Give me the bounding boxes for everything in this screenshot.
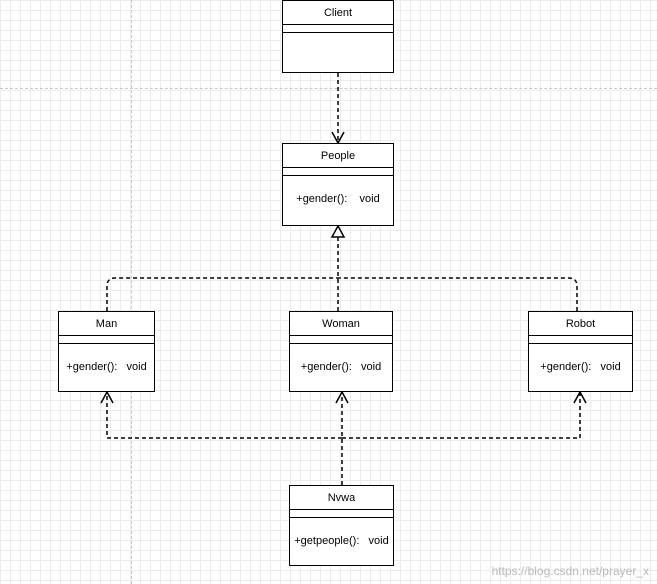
class-woman[interactable]: Woman +gender(): void bbox=[289, 311, 393, 392]
class-robot-attributes bbox=[529, 336, 632, 344]
class-woman-operations: +gender(): void bbox=[290, 344, 392, 373]
class-people-attributes bbox=[283, 168, 393, 176]
class-client-attributes bbox=[283, 25, 393, 33]
class-man-attributes bbox=[59, 336, 154, 344]
page-break-vertical bbox=[131, 0, 132, 584]
class-woman-operation: +gender(): void bbox=[300, 361, 382, 373]
class-robot[interactable]: Robot +gender(): void bbox=[528, 311, 633, 392]
edge-nvwa-robot bbox=[342, 393, 581, 439]
class-man-operation: +gender(): void bbox=[66, 361, 147, 373]
class-nvwa-operations: +getpeople(): void bbox=[290, 518, 393, 547]
class-robot-operations: +gender(): void bbox=[529, 344, 632, 373]
edge-nvwa-man bbox=[106, 393, 342, 439]
class-nvwa-attributes bbox=[290, 510, 393, 518]
class-client[interactable]: Client bbox=[282, 0, 394, 73]
class-nvwa-operation: +getpeople(): void bbox=[294, 535, 389, 547]
class-people[interactable]: People +gender(): void bbox=[282, 143, 394, 226]
class-man-name: Man bbox=[59, 312, 154, 336]
edge-realization-man bbox=[106, 277, 338, 311]
class-man[interactable]: Man +gender(): void bbox=[58, 311, 155, 392]
edge-realization-robot bbox=[338, 277, 578, 311]
arrowhead-man bbox=[100, 390, 114, 404]
class-nvwa-name: Nvwa bbox=[290, 486, 393, 510]
arrowhead-robot bbox=[573, 390, 587, 404]
arrowhead-woman bbox=[335, 390, 349, 404]
class-nvwa[interactable]: Nvwa +getpeople(): void bbox=[289, 485, 394, 566]
class-woman-attributes bbox=[290, 336, 392, 344]
class-man-operations: +gender(): void bbox=[59, 344, 154, 373]
class-people-operation: +gender(): void bbox=[296, 193, 380, 205]
class-people-name: People bbox=[283, 144, 393, 168]
class-people-operations: +gender(): void bbox=[283, 176, 393, 205]
class-woman-name: Woman bbox=[290, 312, 392, 336]
class-robot-name: Robot bbox=[529, 312, 632, 336]
class-robot-operation: +gender(): void bbox=[540, 361, 621, 373]
watermark-text: https://blog.csdn.net/prayer_x bbox=[491, 564, 649, 578]
arrowhead-realization-triangle bbox=[330, 224, 346, 238]
page-break-horizontal bbox=[0, 88, 657, 89]
class-client-name: Client bbox=[283, 1, 393, 25]
